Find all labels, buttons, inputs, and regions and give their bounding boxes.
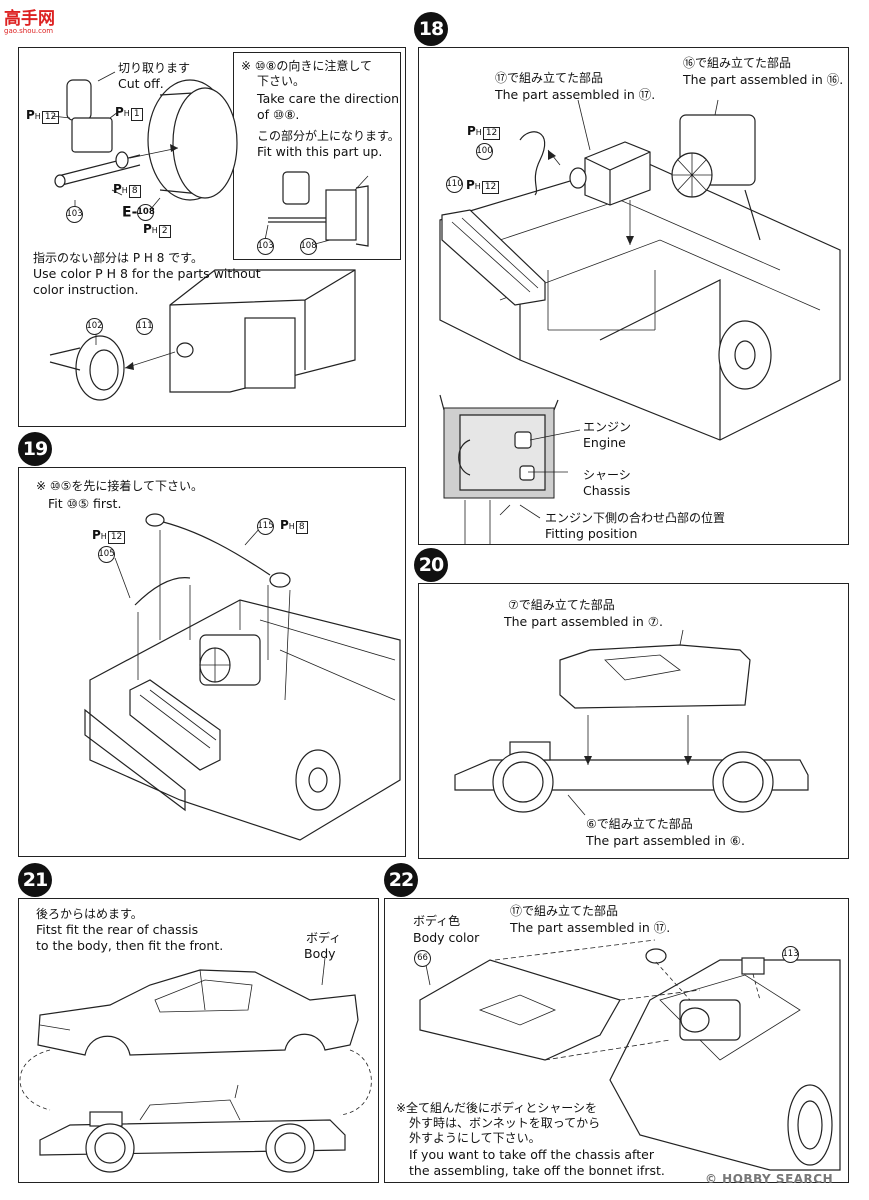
step21-rear-en2: to the body, then fit the front.	[36, 938, 224, 953]
cut-off-jp: 切り取ります	[118, 61, 191, 75]
step-19-badge: 19	[18, 432, 52, 466]
default-color-jp: 指示のない部分は P H 8 です。	[33, 251, 203, 265]
step17-up-jp: この部分が上になります。	[257, 129, 400, 143]
step17-note-jp1: ※ ⑩⑧の向きに注意して	[241, 59, 373, 73]
fitting-position-jp: エンジン下側の合わせ凸部の位置	[545, 511, 726, 525]
note-part-108: 108	[300, 238, 317, 255]
step20-p7-jp: ⑦で組み立てた部品	[508, 598, 615, 612]
step18-p16-en: The part assembled in ⑯.	[683, 72, 844, 87]
step22-note-jp3: 外すようにして下さい。	[409, 1131, 541, 1145]
step21-rear-jp: 後ろからはめます。	[36, 907, 143, 921]
step17-up-en: Fit with this part up.	[257, 144, 383, 159]
logo-text: 高手网	[4, 9, 55, 29]
step20-p6-jp: ⑥で組み立てた部品	[586, 817, 693, 831]
step22-p17-jp: ⑰で組み立てた部品	[510, 904, 619, 918]
part-115-label: 115	[257, 518, 274, 535]
part-113-label: 113	[782, 946, 799, 963]
part-100-label: 100	[476, 143, 493, 160]
default-color-en1: Use color P H 8 for the parts without	[33, 266, 261, 281]
step21-rear-en1: Fitst fit the rear of chassis	[36, 922, 199, 937]
chassis-en: Chassis	[583, 483, 631, 498]
default-color-en2: color instruction.	[33, 282, 139, 297]
part-66-label: 66	[414, 950, 431, 967]
engine-en: Engine	[583, 435, 626, 450]
step22-note-en1: If you want to take off the chassis afte…	[409, 1147, 654, 1162]
part-e108-label: E-108	[122, 204, 155, 221]
step22-p17-en: The part assembled in ⑰.	[510, 920, 671, 935]
step22-bodycolor-jp: ボディ色	[413, 914, 461, 928]
step20-p7-en: The part assembled in ⑦.	[504, 614, 663, 629]
engine-jp: エンジン	[583, 420, 632, 434]
step22-note-jp1: ※全て組んだ後にボディとシャーシを	[396, 1101, 597, 1115]
part-105-label: 105	[98, 546, 115, 563]
step20-panel	[418, 583, 849, 859]
step17-note-en1: Take care the direction	[257, 91, 400, 106]
part-111-label: 111	[136, 318, 153, 335]
hobby-search-watermark: © HOBBY SEARCH	[705, 1172, 834, 1186]
step18-p17-jp: ⑰で組み立てた部品	[495, 71, 604, 85]
step21-panel	[18, 898, 379, 1183]
logo-sub: gao.shou.com	[4, 27, 54, 35]
step22-note-en2: the assembling, take off the bonnet ifrs…	[409, 1163, 665, 1178]
step-18-badge: 18	[414, 12, 448, 46]
step21-body-en: Body	[304, 946, 336, 961]
step-21-badge: 21	[18, 863, 52, 897]
step17-note-box	[233, 52, 401, 260]
site-logo: 高手网 gao.shou.com	[4, 4, 74, 35]
note-part-103: 103	[257, 238, 274, 255]
step18-p17-en: The part assembled in ⑰.	[495, 87, 656, 102]
step-22-badge: 22	[384, 863, 418, 897]
chassis-jp: シャーシ	[583, 468, 631, 482]
step18-p16-jp: ⑯で組み立てた部品	[683, 56, 792, 70]
step21-body-jp: ボディ	[306, 931, 342, 945]
step22-bodycolor-en: Body color	[413, 930, 480, 945]
step17-note-jp2: 下さい。	[257, 74, 306, 88]
cut-off-en: Cut off.	[118, 76, 164, 91]
part-103-label: 103	[66, 206, 83, 223]
step20-p6-en: The part assembled in ⑥.	[586, 833, 745, 848]
part-102-label: 102	[86, 318, 103, 335]
part-110-label: 110	[446, 176, 463, 193]
step19-note-jp: ※ ⑩⑤を先に接着して下さい。	[36, 479, 204, 493]
step-20-badge: 20	[414, 548, 448, 582]
fitting-position-en: Fitting position	[545, 526, 638, 541]
step17-note-en2: of ⑩⑧.	[257, 107, 300, 122]
step19-note-en: Fit ⑩⑤ first.	[48, 496, 122, 511]
step22-note-jp2: 外す時は、ボンネットを取ってから	[409, 1116, 601, 1130]
